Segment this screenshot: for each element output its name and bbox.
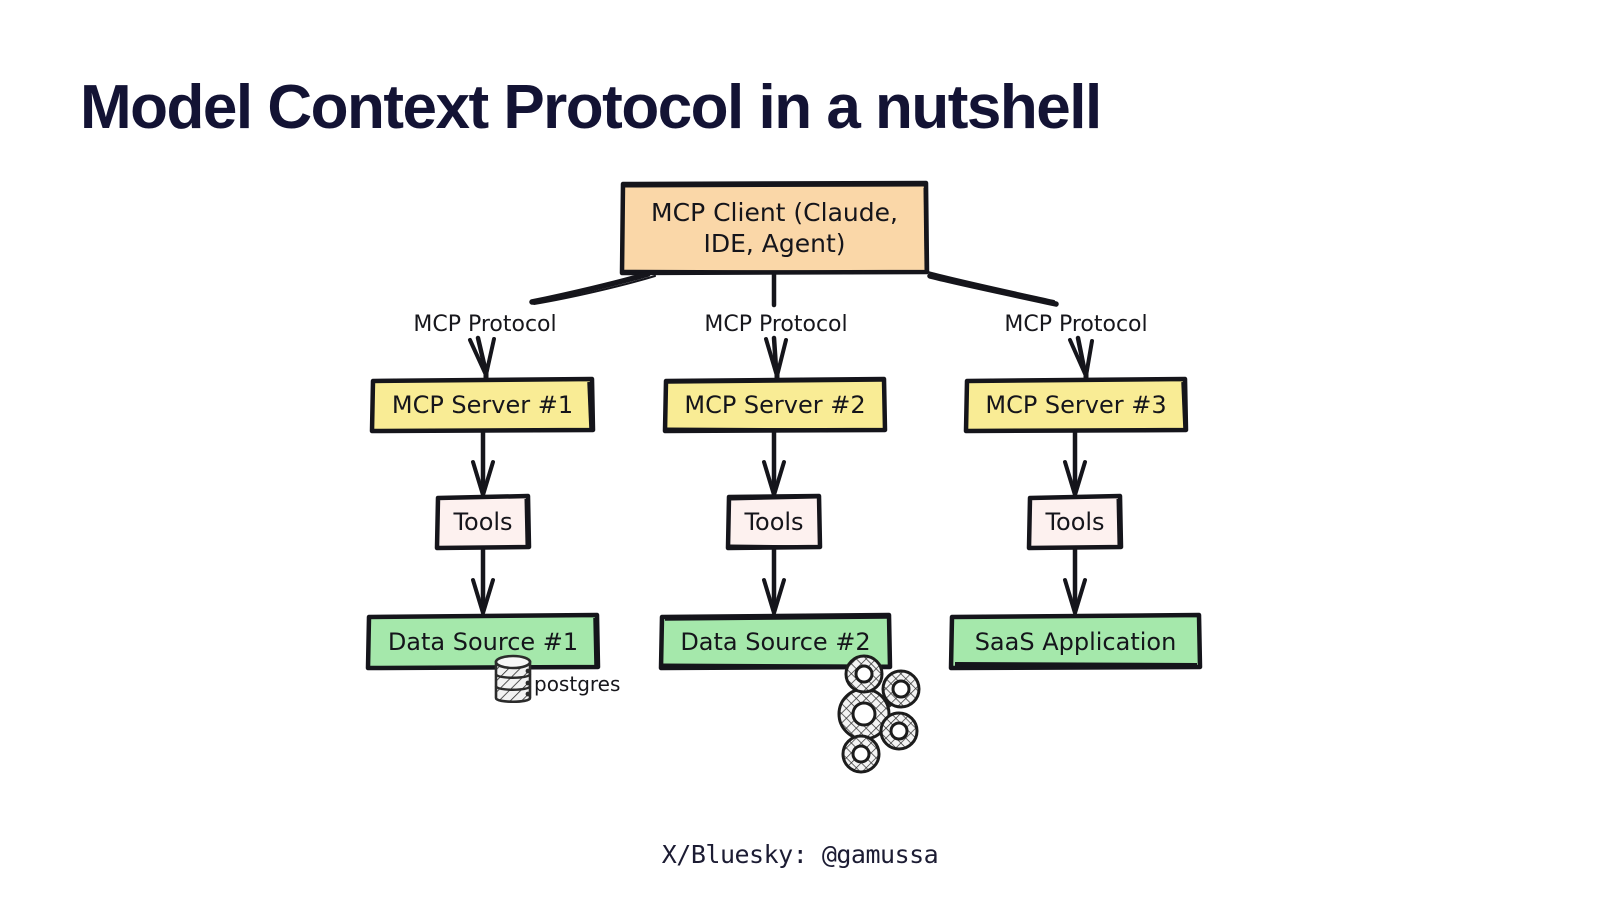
postgres-label: postgres xyxy=(534,672,621,696)
tools-box-1[interactable] xyxy=(434,493,532,551)
arrow-tools-to-source-1 xyxy=(471,546,495,615)
arrow-server-to-tools-1 xyxy=(471,429,495,497)
arrow-protocol-1 xyxy=(468,335,496,382)
server-box-3[interactable] xyxy=(963,376,1189,434)
server-box-1[interactable] xyxy=(369,376,596,434)
edge-client-to-server-1 xyxy=(529,271,656,305)
edge-label-protocol-3: MCP Protocol xyxy=(1004,312,1148,337)
client-box[interactable] xyxy=(619,180,930,276)
edge-label-protocol-1: MCP Protocol xyxy=(413,312,557,337)
edge-label-protocol-2: MCP Protocol xyxy=(704,312,848,337)
social-handle-footer: X/Bluesky: @gamussa xyxy=(661,840,939,869)
tools-box-3[interactable] xyxy=(1026,493,1124,551)
database-cylinder-icon xyxy=(494,654,532,704)
graph-network-icon xyxy=(837,654,921,774)
edge-client-to-server-3 xyxy=(927,271,1059,307)
saas-application-box[interactable] xyxy=(948,612,1203,671)
arrow-tools-to-source-3 xyxy=(1063,546,1087,615)
page-title: Model Context Protocol in a nutshell xyxy=(80,73,1102,142)
data-source-box-1[interactable] xyxy=(365,612,601,671)
arrow-tools-to-source-2 xyxy=(762,546,786,615)
server-box-2[interactable] xyxy=(662,376,888,434)
arrow-server-to-tools-3 xyxy=(1063,429,1087,497)
arrow-server-to-tools-2 xyxy=(762,429,786,497)
tools-box-2[interactable] xyxy=(725,493,823,551)
arrow-protocol-2 xyxy=(764,335,788,382)
arrow-protocol-3 xyxy=(1068,335,1094,382)
